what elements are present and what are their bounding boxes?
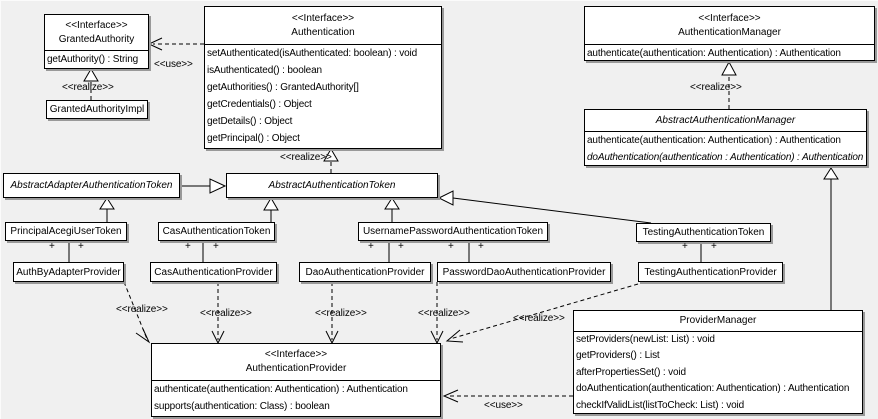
class-testing-authentication-provider[interactable]: TestingAuthenticationProvider [638,262,783,282]
class-name: CasAuthenticationProvider [154,266,273,278]
class-name: AuthenticationManager [678,26,781,38]
edge-gen-usernamepasswordtoken-to-abstracttoken[interactable] [384,197,400,222]
class-name: Authentication [291,26,355,38]
class-name: GrantedAuthorityImpl [49,104,145,115]
method-row: checkIfValidList(listToCheck: List) : vo… [576,399,745,411]
assoc-end-plus: + [398,241,404,252]
method-row: doAuthentication(authentication: Authent… [576,383,850,395]
class-granted-authority-impl[interactable]: GrantedAuthorityImpl [46,100,148,119]
class-abstract-authentication-manager[interactable]: AbstractAuthenticationManager authentica… [584,109,867,166]
class-name: TestingAuthenticationProvider [644,266,777,278]
class-name: DaoAuthenticationProvider [305,266,425,278]
class-name: AuthByAdapterProvider [16,266,121,278]
method-row: getCredentials() : Object [207,99,312,110]
method-row: getAuthorities() : GrantedAuthority[] [207,82,359,93]
method-row: authenticate(authentication: Authenticat… [587,135,841,146]
assoc-end-plus: + [711,241,717,252]
edge-gen-testingtoken-to-abstracttoken[interactable] [437,190,652,224]
class-authentication-provider[interactable]: <<Interface>> AuthenticationProvider aut… [151,343,441,417]
realize-label: <<realize>> [62,82,114,93]
class-name: AbstractAuthenticationToken [268,180,396,191]
class-username-password-authentication-token[interactable]: UsernamePasswordAuthenticationToken [358,222,548,241]
method-row: supports(authentication: Class) : boolea… [154,401,330,412]
class-name: TestingAuthenticationToken [642,227,765,238]
realize-label: <<realize>> [513,313,565,324]
method-row: doAuthentication(authentication : Authen… [587,152,864,163]
class-cas-authentication-token[interactable]: CasAuthenticationToken [158,222,275,241]
stereotype-label: <<Interface>> [264,349,328,360]
class-name: AbstractAdapterAuthenticationToken [10,180,173,191]
use-label: <<use>> [154,59,193,70]
class-auth-by-adapter-provider[interactable]: AuthByAdapterProvider [13,262,124,282]
stereotype-label: <<Interface>> [698,12,761,24]
method-row: getPrincipal() : Object [207,133,300,144]
assoc-end-plus: + [185,241,191,252]
realize-label: <<realize>> [690,82,742,93]
assoc-end-plus: + [368,241,374,252]
class-name: PrincipalAcegiUserToken [10,226,122,237]
method-row: afterPropertiesSet() : void [576,366,686,378]
assoc-end-plus: + [448,241,454,252]
class-name: ProviderManager [679,315,757,326]
method-row: getProviders() : List [576,350,660,362]
use-label: <<use>> [484,400,523,411]
realize-label: <<realize>> [116,304,168,315]
class-cas-authentication-provider[interactable]: CasAuthenticationProvider [150,262,277,282]
method-row: getDetails() : Object [207,116,293,127]
assoc-end-plus: + [478,241,484,252]
edge-gen-castoken-to-abstracttoken[interactable] [263,197,279,222]
stereotype-label: <<Interface>> [291,12,355,24]
method-row: isAuthenticated() : boolean [207,65,322,76]
realize-label: <<realize>> [315,308,367,319]
method-row: setProviders(newList: List) : void [576,334,715,345]
class-name: GrantedAuthority [58,33,135,45]
class-authentication[interactable]: <<Interface>> Authentication setAuthenti… [204,6,442,149]
class-password-dao-authentication-provider[interactable]: PasswordDaoAuthenticationProvider [437,262,611,282]
class-name: AbstractAuthenticationManager [655,114,796,126]
assoc-end-plus: + [682,241,688,252]
class-abstract-authentication-token[interactable]: AbstractAuthenticationToken [226,173,438,198]
method-row: getAuthority() : String [47,54,139,65]
class-dao-authentication-provider[interactable]: DaoAuthenticationProvider [299,262,431,282]
assoc-end-plus: + [78,241,84,252]
class-name: UsernamePasswordAuthenticationToken [362,226,544,237]
realize-label: <<realize>> [280,152,332,163]
assoc-end-plus: + [49,241,55,252]
method-row: authenticate(authentication: Authenticat… [587,48,841,59]
realize-label: <<realize>> [200,308,252,319]
edge-gen-providermanager-to-abstractauthmanager[interactable] [823,167,839,310]
class-authentication-manager[interactable]: <<Interface>> AuthenticationManager auth… [584,6,875,61]
class-name: PasswordDaoAuthenticationProvider [442,266,606,278]
class-testing-authentication-token[interactable]: TestingAuthenticationToken [636,223,771,242]
class-granted-authority[interactable]: <<Interface>> GrantedAuthority getAuthor… [44,14,149,69]
realize-label: <<realize>> [418,308,470,319]
assoc-end-plus: + [213,241,219,252]
method-row: setAuthenticated(isAuthenticated: boolea… [207,48,418,59]
method-row: authenticate(authentication: Authenticat… [154,384,408,395]
class-name: CasAuthenticationToken [162,226,271,237]
class-principal-acegi-user-token[interactable]: PrincipalAcegiUserToken [5,222,127,241]
edge-gen-principalacegi-to-abstractadapter[interactable] [99,197,115,222]
edge-use-authentication-grantedauthority[interactable] [147,37,204,51]
edge-gen-abstractadapter-to-abstracttoken[interactable] [180,178,227,194]
stereotype-label: <<Interface>> [65,19,128,31]
class-provider-manager[interactable]: ProviderManager setProviders(newList: Li… [573,310,863,414]
class-name: AuthenticationProvider [245,363,347,374]
class-abstract-adapter-authentication-token[interactable]: AbstractAdapterAuthenticationToken [3,173,180,198]
